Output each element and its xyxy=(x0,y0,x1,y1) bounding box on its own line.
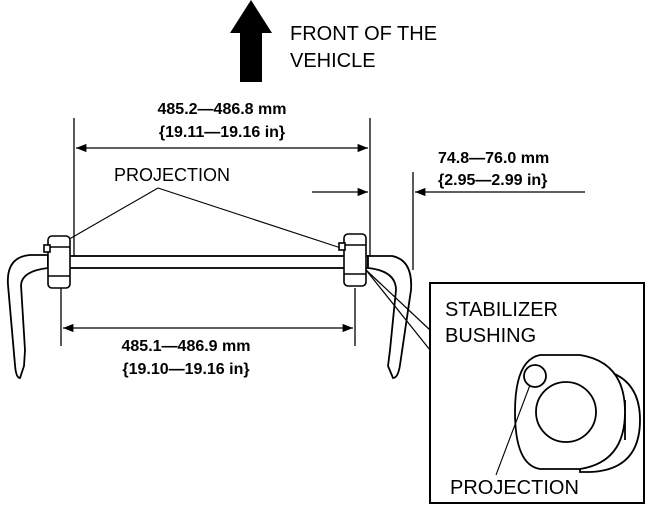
right-dimension-in: {2.95—2.99 in} xyxy=(438,172,547,189)
right-dimension xyxy=(312,172,585,270)
stabilizer-bar xyxy=(7,254,413,379)
detail-title-line2: BUSHING xyxy=(445,325,536,347)
bushing-detail-drawing xyxy=(514,354,641,473)
front-label-line2: VEHICLE xyxy=(290,50,376,72)
projection-label: PROJECTION xyxy=(114,165,230,185)
projection-leaders xyxy=(51,187,345,250)
top-dimension-in: {19.11—19.16 in} xyxy=(159,124,285,141)
bottom-dimension-mm: 485.1—486.9 mm xyxy=(122,338,251,355)
right-bushing xyxy=(338,233,367,287)
top-dimension-mm: 485.2—486.8 mm xyxy=(158,101,287,118)
bottom-dimension xyxy=(60,288,356,346)
detail-projection-label: PROJECTION xyxy=(450,477,579,499)
bottom-dimension-in: {19.10—19.16 in} xyxy=(122,361,249,378)
right-dimension-mm: 74.8—76.0 mm xyxy=(438,150,549,167)
left-bushing xyxy=(43,235,71,289)
detail-projection-leader xyxy=(495,384,531,476)
front-arrow-icon xyxy=(230,0,272,82)
top-dimension xyxy=(73,118,371,258)
detail-leaders xyxy=(365,269,431,351)
detail-title-line1: STABILIZER xyxy=(445,299,558,321)
front-label-line1: FRONT OF THE xyxy=(290,23,437,45)
